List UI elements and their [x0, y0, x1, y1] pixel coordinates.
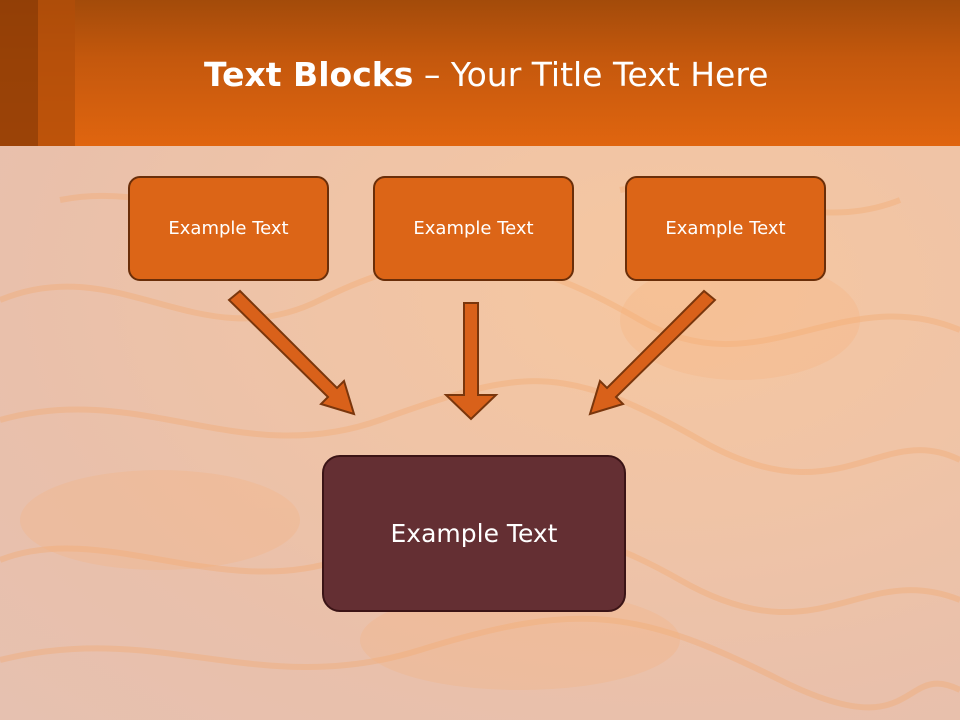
text-block-center[interactable]: Example Text: [373, 176, 574, 281]
text-block-label: Example Text: [665, 218, 786, 239]
title-bar: Text Blocks – Your Title Text Here: [0, 0, 960, 146]
arrow-left: [227, 289, 356, 416]
accent-bar: [0, 0, 38, 146]
text-block-right[interactable]: Example Text: [625, 176, 826, 281]
accent-bar: [38, 0, 75, 146]
target-block[interactable]: Example Text: [322, 455, 626, 612]
target-block-label: Example Text: [390, 519, 558, 548]
text-block-left[interactable]: Example Text: [128, 176, 329, 281]
page-title: Text Blocks – Your Title Text Here: [204, 52, 768, 102]
arrow-right: [588, 289, 717, 416]
arrow-center: [443, 302, 499, 421]
title-bold-text: Text Blocks: [204, 55, 414, 94]
title-rest-text: – Your Title Text Here: [413, 55, 769, 94]
text-block-label: Example Text: [168, 218, 289, 239]
text-block-label: Example Text: [413, 218, 534, 239]
